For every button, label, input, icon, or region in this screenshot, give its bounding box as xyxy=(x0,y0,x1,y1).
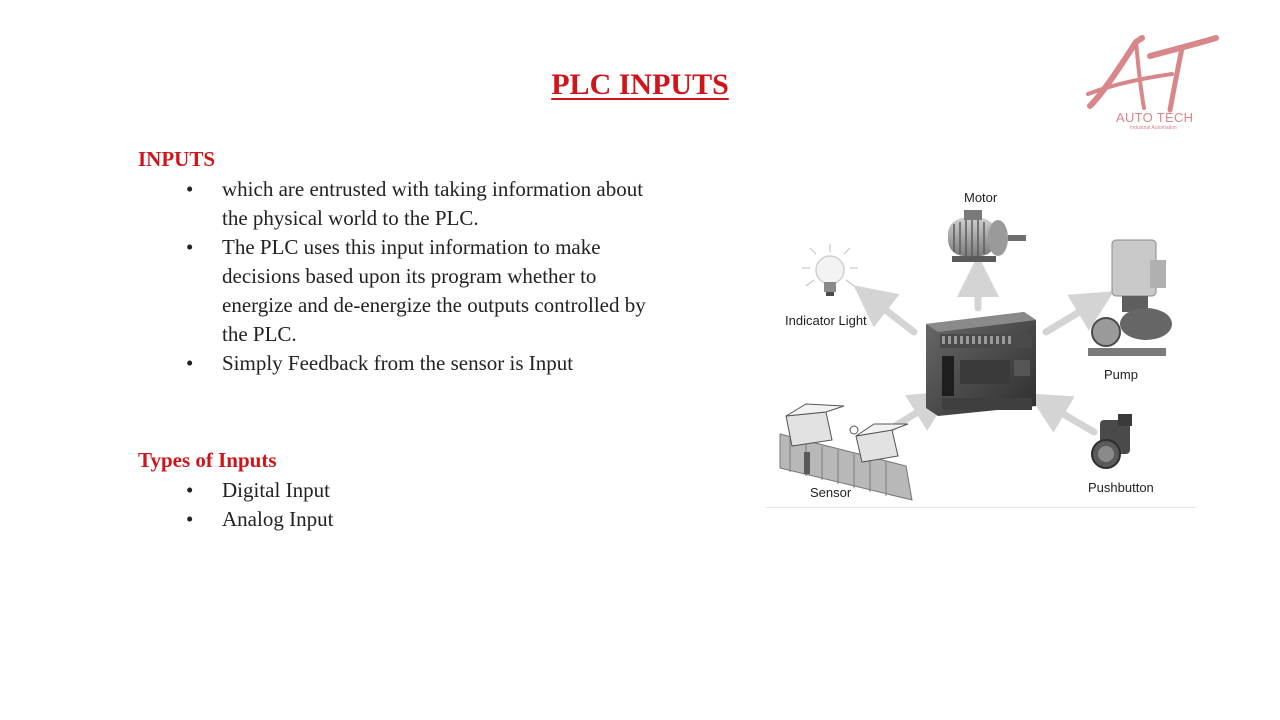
pushbutton-label: Pushbutton xyxy=(1088,480,1154,495)
slide-title: PLC INPUTS xyxy=(551,68,729,101)
inputs-heading: INPUTS xyxy=(138,147,216,171)
sensor-icon xyxy=(779,403,913,501)
arrow-from-pushbutton xyxy=(1027,393,1098,436)
types-bullet-text: Digital Input xyxy=(222,478,330,502)
list-item: • Simply Feedback from the sensor is Inp… xyxy=(186,349,662,378)
inputs-bullet-text: which are entrusted with taking informat… xyxy=(222,177,644,230)
indicator-light-label: Indicator Light xyxy=(785,313,867,328)
logo-tagline: Industrial Automation xyxy=(1130,125,1177,131)
indicator-light-icon xyxy=(802,244,858,296)
bullet-icon: • xyxy=(186,478,194,502)
bullet-icon: • xyxy=(186,177,194,201)
logo-name: AUTO TECH xyxy=(1116,110,1194,125)
types-bullet-list: • Digital Input • Analog Input xyxy=(186,476,662,534)
plc-icon xyxy=(926,312,1036,416)
diagram-baseline xyxy=(766,507,1196,508)
motor-label: Motor xyxy=(964,190,998,205)
list-item: • Digital Input xyxy=(186,476,662,505)
list-item: • Analog Input xyxy=(186,505,662,534)
list-item: • The PLC uses this input information to… xyxy=(186,233,662,349)
list-item: • which are entrusted with taking inform… xyxy=(186,175,662,233)
pump-icon xyxy=(1088,239,1172,356)
inputs-bullet-text: Simply Feedback from the sensor is Input xyxy=(222,351,574,375)
sensor-label: Sensor xyxy=(810,485,852,500)
plc-io-diagram xyxy=(779,210,1172,501)
pushbutton-icon xyxy=(1091,414,1132,469)
inputs-bullet-text: The PLC uses this input information to m… xyxy=(222,235,646,346)
types-bullet-text: Analog Input xyxy=(222,507,334,531)
arrow-to-pump xyxy=(1042,291,1115,336)
bullet-icon: • xyxy=(186,235,194,259)
bullet-icon: • xyxy=(186,507,194,531)
bullet-icon: • xyxy=(186,351,194,375)
motor-icon xyxy=(948,210,1026,262)
inputs-bullet-list: • which are entrusted with taking inform… xyxy=(186,175,662,378)
auto-tech-logo xyxy=(1086,35,1219,113)
pump-label: Pump xyxy=(1104,367,1138,382)
types-heading: Types of Inputs xyxy=(138,448,277,472)
arrow-to-indicator-light xyxy=(853,285,918,336)
